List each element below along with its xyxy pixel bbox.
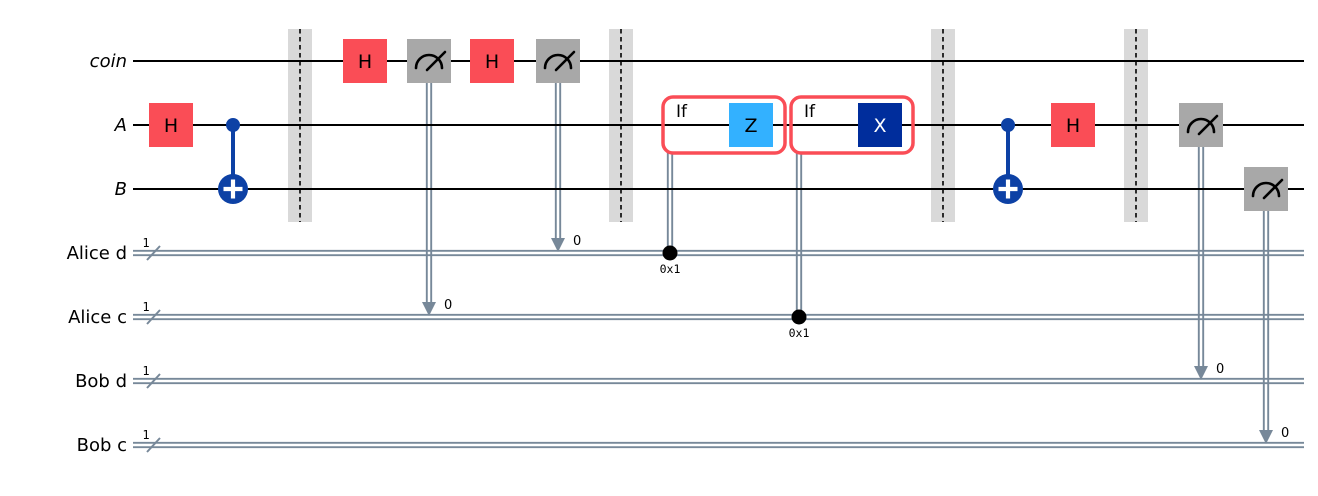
meter-arc bbox=[414, 53, 444, 70]
gate-label: H bbox=[1066, 115, 1080, 137]
h-gate bbox=[470, 39, 514, 83]
clbit-label: Bob d bbox=[75, 371, 127, 392]
if-x-gate bbox=[858, 103, 902, 147]
qubit-label: coin bbox=[90, 51, 127, 72]
bit-width-label: 1 bbox=[142, 364, 149, 378]
measure-result-label: 0 bbox=[1281, 426, 1289, 441]
measure-gate bbox=[1244, 167, 1288, 211]
measure-arrowhead bbox=[1259, 430, 1273, 444]
bit-width-label: 1 bbox=[142, 428, 149, 442]
gate-label: X bbox=[873, 115, 886, 137]
bit-width-slash bbox=[146, 373, 161, 389]
measure-arrowhead bbox=[551, 238, 565, 252]
bit-width-slash bbox=[146, 245, 161, 261]
measure-result-label: 0 bbox=[1216, 362, 1224, 377]
condition-value-label: 0x1 bbox=[660, 262, 681, 276]
if-z-gate bbox=[729, 103, 773, 147]
meter-arc bbox=[1251, 181, 1281, 198]
gate-label: Z bbox=[744, 115, 757, 137]
h-gate bbox=[343, 39, 387, 83]
meter-arc bbox=[1186, 117, 1216, 134]
condition-value-label: 0x1 bbox=[789, 326, 810, 340]
measure-gate bbox=[536, 39, 580, 83]
if-label: If bbox=[804, 102, 816, 122]
measure-arrowhead bbox=[422, 302, 436, 316]
meter-needle bbox=[1197, 114, 1219, 136]
meter-needle bbox=[554, 50, 576, 72]
clbit-label: Alice c bbox=[68, 307, 127, 328]
bit-width-label: 1 bbox=[142, 236, 149, 250]
measure-result-label: 0 bbox=[444, 298, 452, 313]
gate-label: H bbox=[164, 115, 178, 137]
gate-label: H bbox=[485, 51, 499, 73]
bit-width-label: 1 bbox=[142, 300, 149, 314]
clbit-label: Bob c bbox=[77, 435, 127, 456]
h-gate bbox=[1051, 103, 1095, 147]
clbit-label: Alice d bbox=[67, 243, 127, 264]
qubit-label: B bbox=[115, 179, 127, 200]
meter-needle bbox=[1262, 178, 1284, 200]
measure-result-label: 0 bbox=[573, 234, 581, 249]
control-dot bbox=[226, 118, 240, 132]
condition-dot bbox=[791, 309, 807, 325]
bit-width-slash bbox=[146, 437, 161, 453]
meter-needle bbox=[425, 50, 447, 72]
measure-gate bbox=[1179, 103, 1223, 147]
measure-gate bbox=[407, 39, 451, 83]
h-gate bbox=[149, 103, 193, 147]
measure-arrowhead bbox=[1194, 366, 1208, 380]
if-condition-box bbox=[789, 95, 915, 155]
condition-dot bbox=[662, 245, 678, 261]
bit-width-slash bbox=[146, 309, 161, 325]
gate-label: H bbox=[358, 51, 372, 73]
qubit-label: A bbox=[114, 115, 127, 136]
if-condition-box bbox=[661, 95, 787, 155]
if-label: If bbox=[676, 102, 688, 122]
control-dot bbox=[1001, 118, 1015, 132]
meter-arc bbox=[543, 53, 573, 70]
